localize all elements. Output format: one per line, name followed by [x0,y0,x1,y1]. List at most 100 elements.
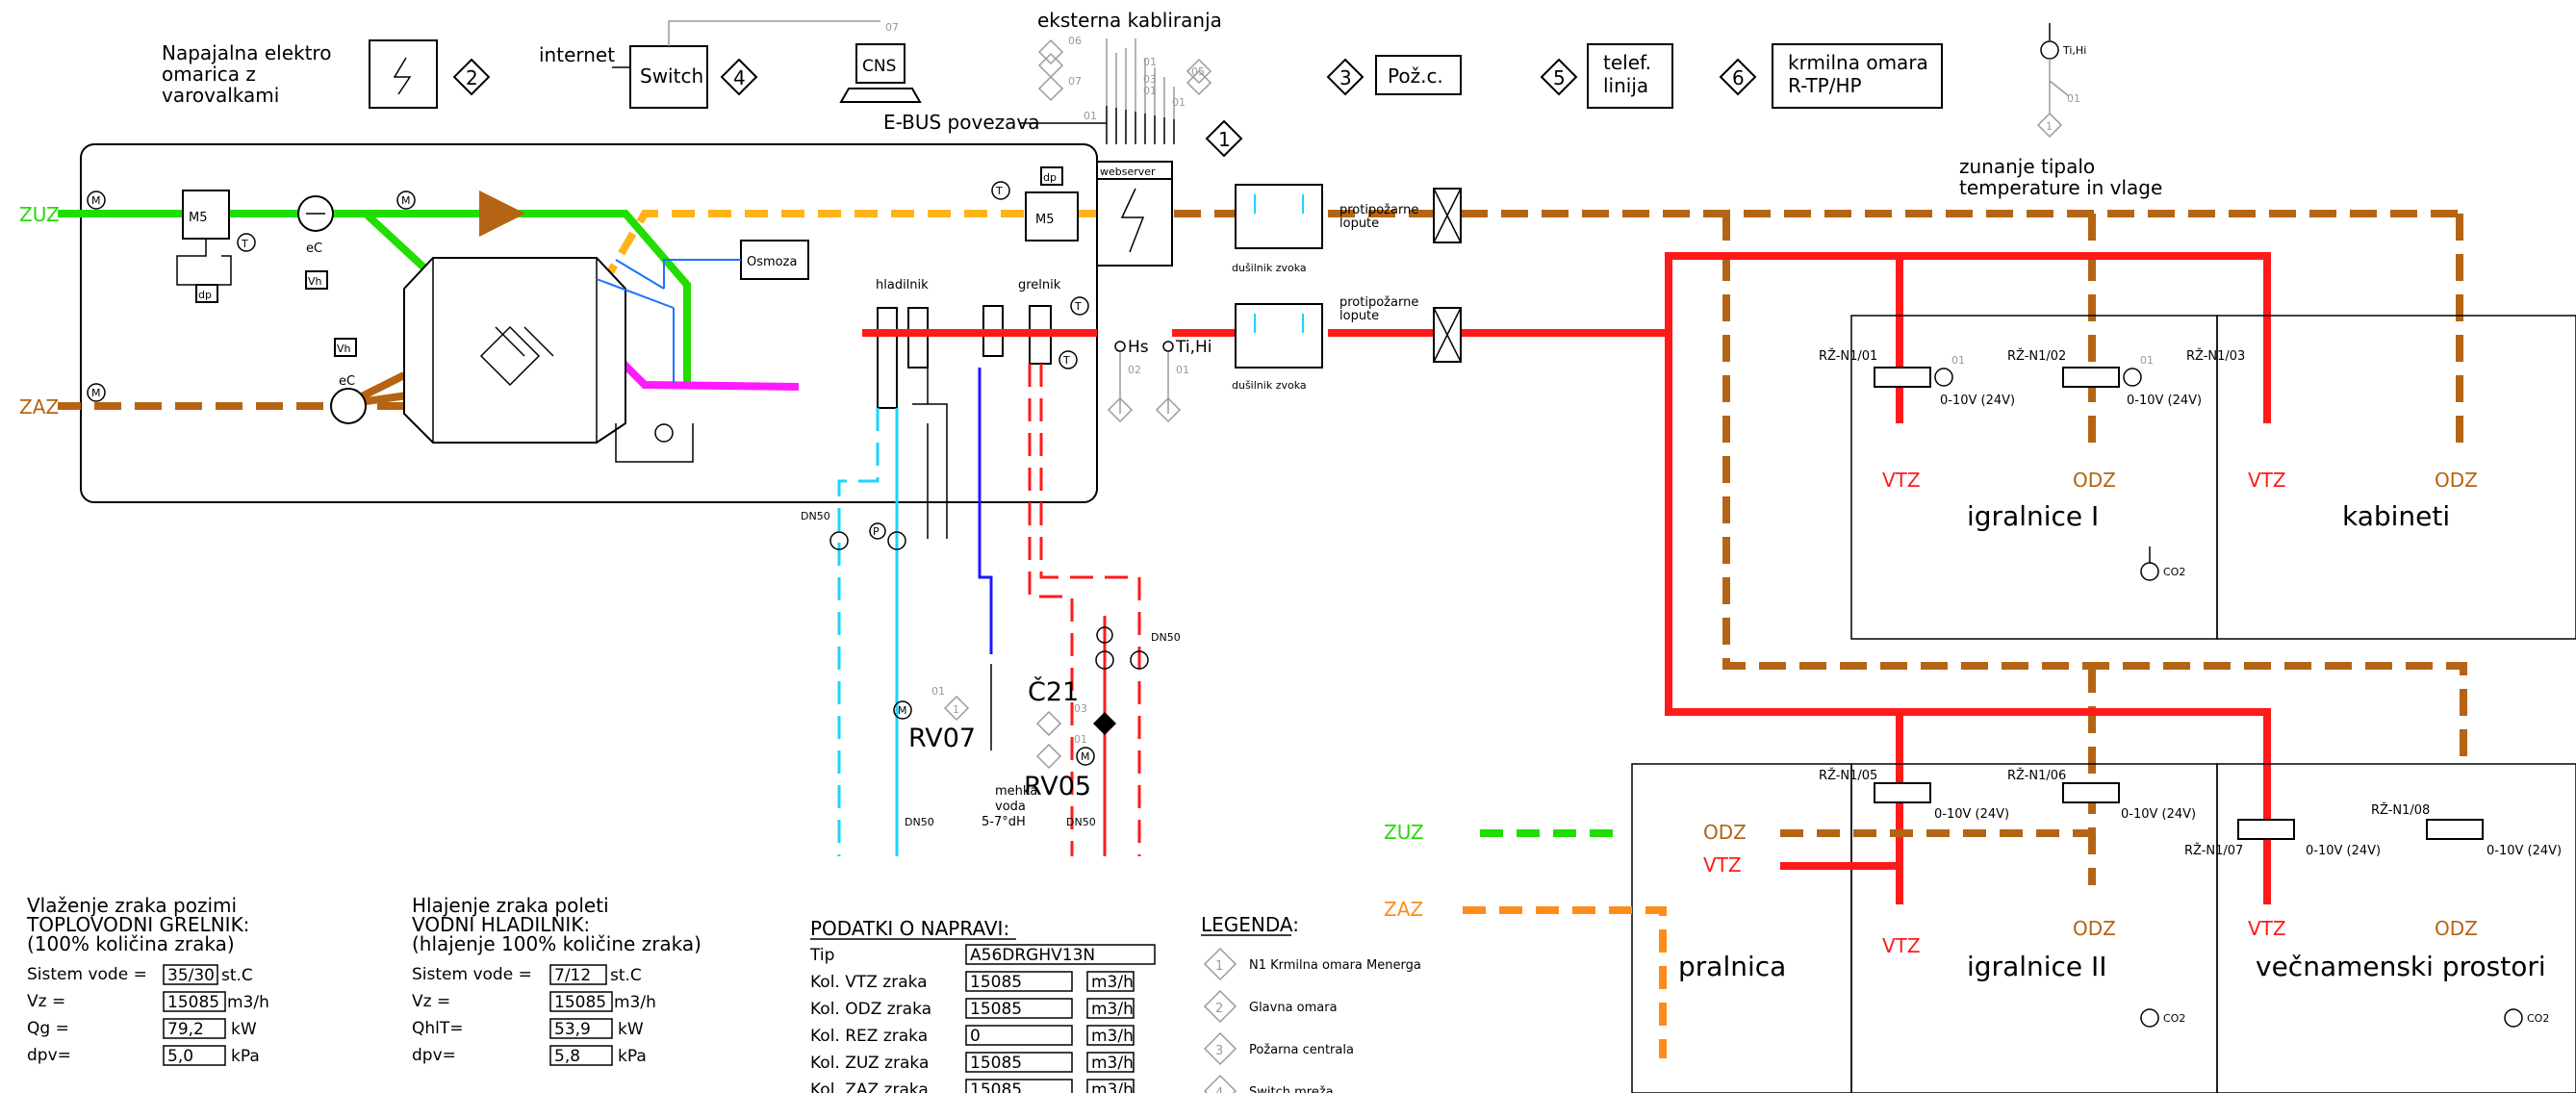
num-2-label: 2 [466,66,478,89]
vav-signal-6: 0-10V (24V) [2487,844,2562,858]
legend-diamond [1203,989,1237,1024]
phone-line-box [1587,43,1673,109]
control-cabinet-label-1: krmilna omara [1788,51,1928,74]
cool-title-2: VODNI HLADILNIK: [412,913,590,936]
device-row-box [965,1079,1073,1093]
device-row-box [965,944,1156,965]
humid-l2: Vz = [27,992,65,1011]
co2-2: CO2 [2163,1012,2185,1025]
device-row-unit: m3/h [1091,1080,1134,1093]
num-diamond-4 [720,58,758,96]
humid-l1: Sistem vode = [27,965,147,984]
device-row-unit: m3/h [1091,973,1134,992]
cool-u3: kW [618,1020,644,1039]
device-row-label: Kol. ODZ zraka [810,1000,931,1019]
fan-ec-1: eC [306,241,322,256]
device-row-unit-box [1086,971,1135,992]
cooling-spec: Hlajenje zraka poleti VODNI HLADILNIK: (… [412,894,701,1066]
silencer-1 [1235,184,1323,249]
device-row-unit: m3/h [1091,1054,1134,1073]
cool-l4: dpv= [412,1046,456,1065]
tihi-label: Ti,Hi [1175,338,1212,357]
webserver-label: webserver [1100,165,1156,178]
lightning-icon-2 [1120,188,1145,253]
rv07-01: 01 [931,685,945,698]
dn50-d: DN50 [1151,631,1181,644]
cool-u4: kPa [618,1047,647,1066]
vtz-3: VTZ [1882,934,1921,957]
humid-l4: dpv= [27,1046,71,1065]
internet-label: internet [539,43,615,66]
ebus-label: E-BUS povezava [883,111,1039,134]
cooler-label: hladilnik [876,278,929,292]
damper-actuator-2 [87,383,106,402]
osmosis-label: Osmoza [747,255,797,269]
co2-3: CO2 [2527,1012,2549,1025]
device-row-label: Tip [809,946,834,965]
ahu-unit: ZUZ ZAZ M5 T dp eC Vh eC Vh M [19,143,1212,503]
osmosis-box [740,240,809,280]
vav-signal-1: 0-10V (24V) [1940,394,2015,408]
heat-exchanger [403,257,626,444]
m-3: M [401,194,411,207]
vh-sensor-2: Vh [337,343,351,355]
legend-text: N1 Krmilna omara Menerga [1249,958,1421,973]
num-6-label: 6 [1732,66,1745,89]
top-row: Napajalna elektro omarica z varovalkami … [162,9,2162,199]
odz-2: ODZ [2435,469,2478,492]
zaz-room: ZAZ [1384,898,1423,921]
legend-title: LEGENDA: [1201,913,1299,936]
external-cabling-label: eksterna kabliranja [1037,9,1222,32]
humid-l3: Qg = [27,1019,69,1038]
rv05-01: 01 [1074,733,1087,746]
t-sensor-1: T [241,238,248,250]
filter-m5-left-label: M5 [189,211,208,225]
vav-01-a: 01 [1951,354,1965,367]
room-igralnice-1-label: igralnice I [1967,500,2099,532]
humid-title-3: (100% količina zraka) [27,932,235,955]
humid-v2: 15085 [167,993,219,1012]
legend-diamond [1203,1074,1237,1093]
vtz-4: VTZ [2248,917,2286,940]
rooms: RŽ-N1/01 RŽ-N1/02 RŽ-N1/03 0-10V (24V) 0… [1384,315,2576,1093]
cool-u1: st.C [610,966,642,985]
legend-num: 3 [1215,1044,1223,1058]
vtz-2: VTZ [2248,469,2286,492]
zuz-room: ZUZ [1384,821,1424,844]
device-row-label: Kol. REZ zraka [810,1027,928,1046]
t-sensor-4: T [1062,354,1070,367]
num-diamond-6 [1719,58,1757,96]
vav-rz-05: RŽ-N1/05 [1819,768,1877,783]
vtz-1: VTZ [1882,469,1921,492]
legend-diamond [1203,1031,1237,1066]
vav-rz-08: RŽ-N1/08 [2371,802,2430,818]
rv05-label: RV05 [1024,772,1091,801]
switch-label: Switch [640,64,703,88]
computer-icon: CNS [839,43,922,103]
c21-03: 03 [1074,702,1087,715]
cool-v2: 15085 [554,993,606,1012]
device-row-unit-box [1086,1052,1135,1073]
num-diamond-2 [452,58,491,96]
tag-02: 02 [1128,364,1141,376]
outdoor-sensor-tag: Ti,Hi [2062,44,2086,57]
num-5-label: 5 [1553,66,1566,89]
vav-signal-3: 0-10V (24V) [1934,807,2009,822]
fire-damper-1-label-b: lopute [1339,216,1379,231]
cool-u2: m3/h [614,993,656,1012]
device-row-box [965,971,1073,992]
vav-signal-2: 0-10V (24V) [2127,394,2202,408]
tag-05: 05 [1191,65,1205,78]
vtz-pralnica: VTZ [1703,853,1742,877]
device-row-label: Kol. VTZ zraka [810,973,928,992]
p-1: P [873,525,880,538]
filter-m5-right [1025,191,1079,241]
legend-num: 1 [1215,959,1223,974]
device-row-unit: m3/h [1091,1000,1134,1019]
tag-01-a: 01 [1143,56,1157,68]
tag-07: 07 [1068,75,1082,88]
room-pralnica-label: pralnica [1678,951,1786,982]
device-row-unit: m3/h [1091,1027,1134,1046]
t-sensor-2: T [995,185,1003,197]
